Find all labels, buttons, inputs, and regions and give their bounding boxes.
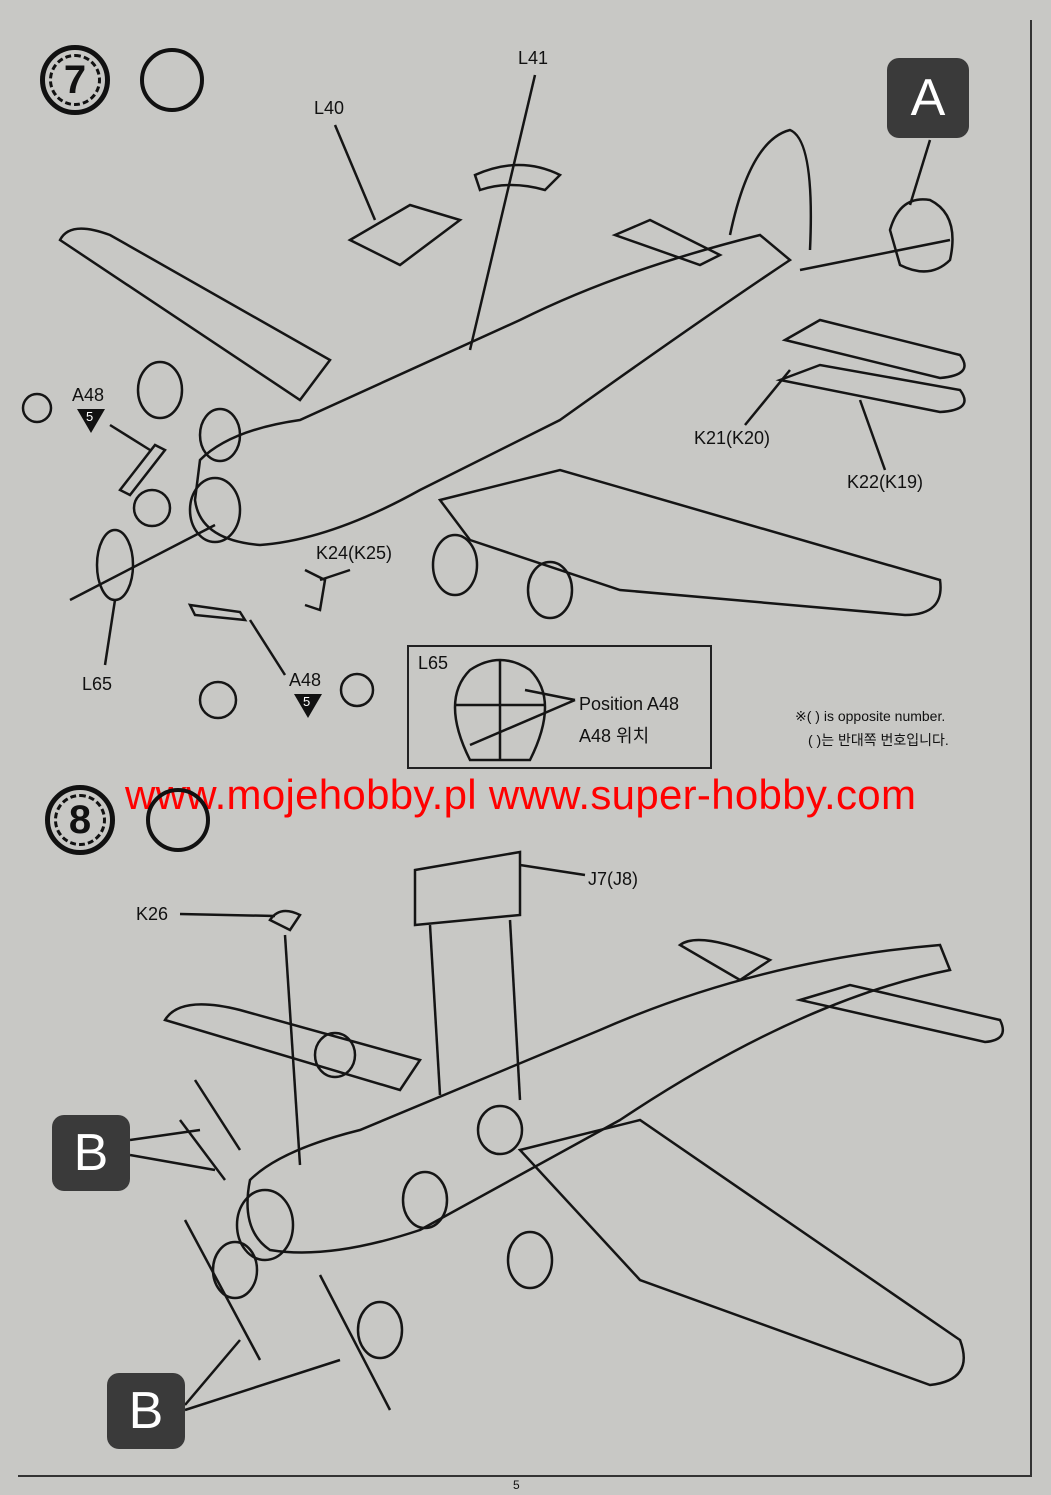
step7-aircraft — [21, 74, 966, 720]
quantity-text: 5 — [303, 694, 311, 709]
badge-text: B — [73, 1124, 109, 1182]
badge-text: A — [910, 69, 946, 127]
step-number-text: 7 — [63, 57, 87, 102]
inset-position-ko: A48 위치 — [579, 726, 650, 746]
sub-assembly-badge-a: A — [887, 58, 969, 138]
l65-detail-inset: L65 Position A48 A48 위치 — [407, 645, 712, 769]
inset-position-en: Position A48 — [579, 694, 680, 714]
part-label-k22: K22(K19) — [847, 472, 924, 492]
glue-icon — [140, 48, 204, 112]
part-label-k24: K24(K25) — [316, 543, 393, 563]
watermark: www.mojehobby.pl www.super-hobby.com — [125, 771, 917, 818]
part-label-a48-bottom: A48 — [289, 670, 322, 690]
step-8-number: 8 — [45, 785, 115, 855]
sub-assembly-badge-b-bottom: B — [107, 1373, 185, 1449]
step-7-number: 7 — [40, 45, 110, 115]
note-ko: ( )는 반대쪽 번호입니다. — [808, 732, 949, 748]
quantity-text: 5 — [86, 409, 94, 424]
part-label-j7: J7(J8) — [588, 869, 639, 889]
part-label-l40: L40 — [314, 98, 345, 118]
glue-icon — [146, 788, 210, 852]
quantity-triangle: 5 — [294, 694, 322, 718]
badge-text: B — [128, 1382, 164, 1440]
inset-title: L65 — [418, 653, 449, 673]
part-label-a48-left: A48 — [72, 385, 105, 405]
part-label-l65: L65 — [82, 674, 113, 694]
page-frame — [18, 20, 1032, 1477]
part-label-k26: K26 — [136, 904, 169, 924]
page-number: 5 — [513, 1478, 520, 1492]
l65-inset-drawing — [453, 658, 576, 762]
part-label-k21: K21(K20) — [694, 428, 771, 448]
part-label-l41: L41 — [518, 48, 549, 68]
step-number-text: 8 — [68, 797, 92, 842]
quantity-triangle: 5 — [77, 409, 105, 433]
sub-assembly-badge-b-top: B — [52, 1115, 130, 1191]
step8-aircraft — [129, 850, 1005, 1412]
note-en: ※( ) is opposite number. — [795, 708, 946, 724]
